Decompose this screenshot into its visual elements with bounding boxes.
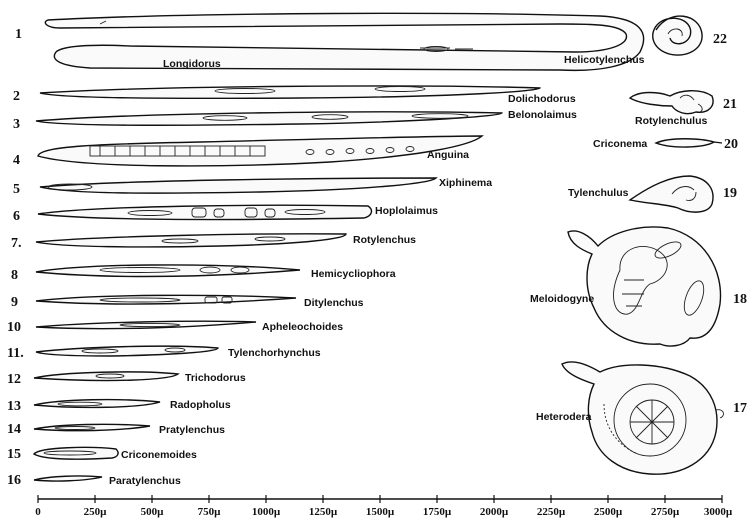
- label-number: 6: [13, 209, 20, 224]
- label-name: Hemicycliophora: [311, 268, 396, 280]
- scale-tick-label: 1250µ: [309, 506, 338, 518]
- label-number: 15: [7, 447, 21, 462]
- scale-tick-label: 250µ: [84, 506, 108, 518]
- label-name: Meloidogyne: [530, 293, 594, 305]
- label-number: 22: [713, 32, 727, 47]
- label-number: 20: [724, 137, 738, 152]
- scale-bar: 0 250µ 500µ 750µ 1000µ 1250µ 1500µ 1750µ…: [35, 495, 733, 518]
- label-number: 19: [723, 186, 737, 201]
- specimen-criconemoides: [34, 447, 118, 459]
- specimen-trichodorus: [34, 372, 178, 381]
- specimen-rotylenchus: [36, 234, 346, 247]
- scale-tick-label: 750µ: [198, 506, 222, 518]
- label-name: Longidorus: [163, 58, 221, 70]
- label-name: Criconema: [593, 138, 647, 150]
- scale-tick-label: 500µ: [141, 506, 165, 518]
- label-number: 21: [723, 97, 737, 112]
- scale-tick-label: 2000µ: [480, 506, 509, 518]
- label-number: 1: [15, 27, 22, 42]
- specimen-anguina: [38, 136, 482, 166]
- specimen-hemicycliophora: [36, 265, 300, 277]
- label-number: 2: [13, 89, 20, 104]
- specimen-paratylenchus: [34, 476, 102, 481]
- label-name: Heterodera: [536, 411, 592, 423]
- label-name: Radopholus: [170, 399, 231, 411]
- label-name: Xiphinema: [439, 177, 492, 189]
- label-name: Anguina: [427, 149, 469, 161]
- specimen-belonolaimus: [36, 112, 502, 125]
- scale-tick-label: 1500µ: [366, 506, 395, 518]
- label-number: 14: [7, 422, 21, 437]
- label-name: Hoplolaimus: [375, 205, 438, 217]
- label-name: Criconemoides: [121, 449, 197, 461]
- label-name: Trichodorus: [185, 372, 246, 384]
- label-number: 10: [7, 320, 21, 335]
- specimen-longidorus: [45, 13, 643, 70]
- specimen-hoplolaimus: [38, 205, 371, 219]
- label-name: Rotylenchus: [353, 234, 416, 246]
- label-number: 18: [733, 292, 747, 307]
- label-name: Pratylenchus: [159, 424, 225, 436]
- label-number: 12: [7, 372, 21, 387]
- specimen-ditylenchus: [36, 295, 296, 304]
- label-number: 3: [13, 117, 20, 132]
- label-name: Paratylenchus: [109, 475, 181, 487]
- scale-tick-label: 2500µ: [594, 506, 623, 518]
- specimen-meloidogyne: [568, 227, 721, 346]
- specimen-helicotylenchus: [653, 16, 702, 55]
- label-number: 8: [11, 268, 18, 283]
- specimen-xiphinema: [40, 178, 436, 193]
- specimen-pratylenchus: [34, 424, 150, 430]
- label-name: Dolichodorus: [508, 93, 576, 105]
- label-name: Belonolaimus: [508, 109, 577, 121]
- label-number: 17: [733, 401, 747, 416]
- scale-tick-label: 3000µ: [704, 506, 733, 518]
- label-name: Rotylenchulus: [635, 115, 708, 127]
- specimen-tylenchorhynchus: [36, 346, 218, 356]
- label-number: 4: [13, 153, 20, 168]
- label-number: 16: [7, 473, 21, 488]
- label-name: Tylenchulus: [568, 187, 629, 199]
- scale-tick-label: 2250µ: [537, 506, 566, 518]
- label-number: 5: [13, 182, 20, 197]
- scale-tick-label: 1750µ: [423, 506, 452, 518]
- specimen-radopholus: [34, 400, 160, 408]
- label-name: Helicotylenchus: [564, 54, 645, 66]
- specimen-tylenchulus: [630, 176, 713, 212]
- label-number: 7.: [11, 236, 22, 251]
- specimen-dolichodorus: [40, 86, 540, 98]
- scale-tick-label: 1000µ: [252, 506, 281, 518]
- specimen-criconema: [656, 139, 722, 147]
- scale-tick-label: 2750µ: [651, 506, 680, 518]
- label-number: 11.: [7, 346, 24, 361]
- specimen-rotylenchulus: [630, 91, 713, 114]
- scale-tick-label: 0: [35, 506, 41, 518]
- label-number: 13: [7, 399, 21, 414]
- label-name: Ditylenchus: [304, 297, 364, 309]
- label-name: Apheleochoides: [262, 321, 343, 333]
- specimen-apheleochoides: [36, 321, 256, 328]
- label-number: 9: [11, 295, 18, 310]
- label-name: Tylenchorhynchus: [228, 347, 321, 359]
